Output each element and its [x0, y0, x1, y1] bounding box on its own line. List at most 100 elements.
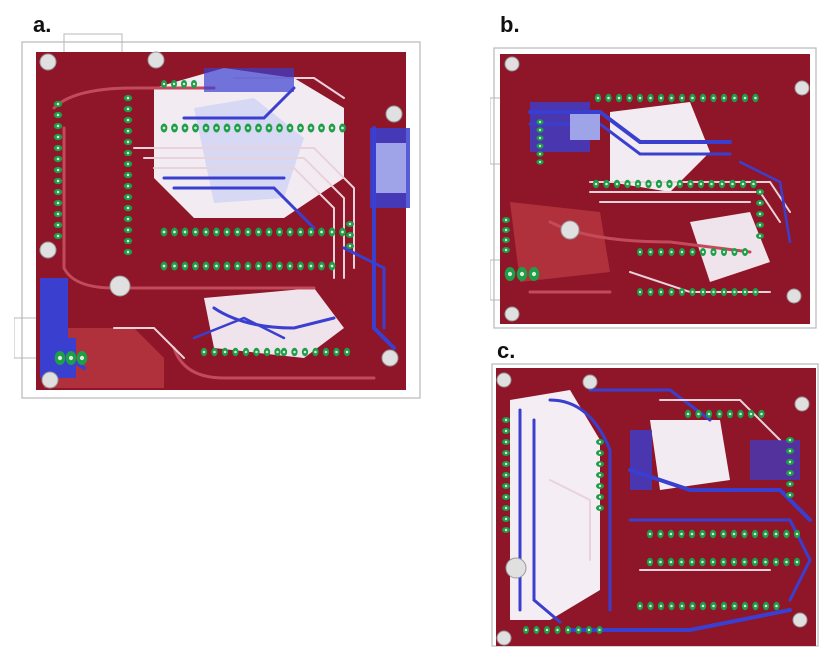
pad-hole: [504, 517, 508, 521]
pad-hole: [722, 96, 726, 100]
pad-hole: [348, 244, 352, 248]
pad-hole: [598, 495, 602, 499]
pad-hole: [733, 290, 736, 294]
pad-hole: [795, 560, 799, 564]
pad-hole: [774, 532, 778, 536]
pad-hole: [743, 532, 746, 536]
pad-hole: [718, 412, 721, 416]
pcb-layout-c: [491, 363, 819, 647]
traces: [518, 388, 812, 632]
pad-hole: [267, 126, 271, 130]
pad-hole: [320, 230, 323, 234]
pad-hole: [649, 250, 652, 254]
pad-hole: [246, 126, 250, 130]
mounting-holes: [496, 372, 810, 646]
pad-hole: [659, 290, 663, 294]
pad-hole: [234, 350, 237, 354]
pad-hole: [647, 182, 650, 186]
pad-hole: [739, 412, 742, 416]
pad-hole: [288, 264, 292, 268]
pad-hole: [638, 290, 642, 294]
pad-hole: [638, 604, 642, 608]
pad-hole: [722, 604, 726, 608]
pad-hole: [758, 212, 762, 216]
panel-label-b: b.: [500, 12, 520, 37]
pad-hole: [345, 350, 349, 354]
pad-hole: [79, 355, 85, 361]
pad-hole: [504, 462, 508, 466]
pad-hole: [257, 230, 260, 234]
pad-hole: [598, 628, 601, 632]
pad-hole: [173, 264, 176, 268]
pad-hole: [733, 250, 736, 254]
pad-hole: [752, 182, 755, 186]
pad-hole: [504, 528, 508, 532]
pad-hole: [758, 190, 762, 194]
pad-hole: [598, 451, 602, 455]
panel-label-a: a.: [33, 12, 52, 37]
pad-hole: [126, 206, 130, 210]
pad-hole: [598, 506, 602, 510]
pad-hole: [126, 239, 130, 243]
pad-hole: [126, 118, 130, 122]
pad-hole: [504, 228, 508, 232]
pad-hole: [615, 182, 619, 186]
pad-hole: [733, 604, 736, 608]
pad-hole: [743, 604, 747, 608]
pad-hole: [538, 144, 542, 148]
panel-label-c: c.: [497, 338, 516, 363]
pad-hole: [303, 350, 307, 354]
pad-hole: [617, 96, 621, 100]
pad-hole: [788, 449, 792, 453]
pad-hole: [330, 264, 334, 268]
pad-hole: [795, 532, 799, 536]
pad-hole: [556, 628, 559, 632]
pad-hole: [712, 96, 715, 100]
pad-hole: [743, 290, 747, 294]
pad-hole: [324, 350, 328, 354]
pad-hole: [788, 482, 792, 486]
pad-hole: [56, 179, 60, 183]
pad-hole: [504, 495, 508, 499]
pad-hole: [236, 264, 239, 268]
pad-hole: [788, 460, 792, 464]
pad-hole: [335, 350, 338, 354]
pad-hole: [753, 532, 757, 536]
pad-hole: [172, 82, 176, 86]
pad-hole: [126, 184, 130, 188]
pad-hole: [754, 604, 757, 608]
pad-hole: [598, 440, 602, 444]
pad-hole: [668, 182, 671, 186]
pad-hole: [267, 230, 271, 234]
pad-hole: [126, 162, 130, 166]
pad-hole: [162, 126, 166, 130]
top-copper-pour: [36, 52, 406, 390]
pad-hole: [225, 126, 229, 130]
pad-hole: [320, 264, 323, 268]
pad-hole: [728, 412, 732, 416]
pad-hole: [598, 462, 602, 466]
pad-hole: [594, 182, 598, 186]
pad-hole: [173, 126, 176, 130]
pad-hole: [758, 223, 762, 227]
pad-hole: [598, 473, 602, 477]
pad-hole: [314, 350, 317, 354]
pad-hole: [126, 129, 130, 133]
pad-hole: [535, 628, 538, 632]
component-pads: [502, 409, 801, 634]
pad-hole: [577, 628, 580, 632]
blue-copper-areas: [40, 68, 410, 378]
pad-hole: [710, 182, 713, 186]
pad-hole: [56, 157, 60, 161]
pad-hole: [764, 532, 767, 536]
pad-hole: [697, 412, 700, 416]
pad-hole: [711, 532, 715, 536]
pad-hole: [741, 182, 745, 186]
pad-hole: [504, 506, 508, 510]
pad-hole: [507, 271, 513, 277]
pad-hole: [204, 230, 208, 234]
pad-hole: [182, 82, 186, 86]
pad-hole: [244, 350, 248, 354]
pad-hole: [215, 264, 218, 268]
pad-hole: [288, 126, 292, 130]
